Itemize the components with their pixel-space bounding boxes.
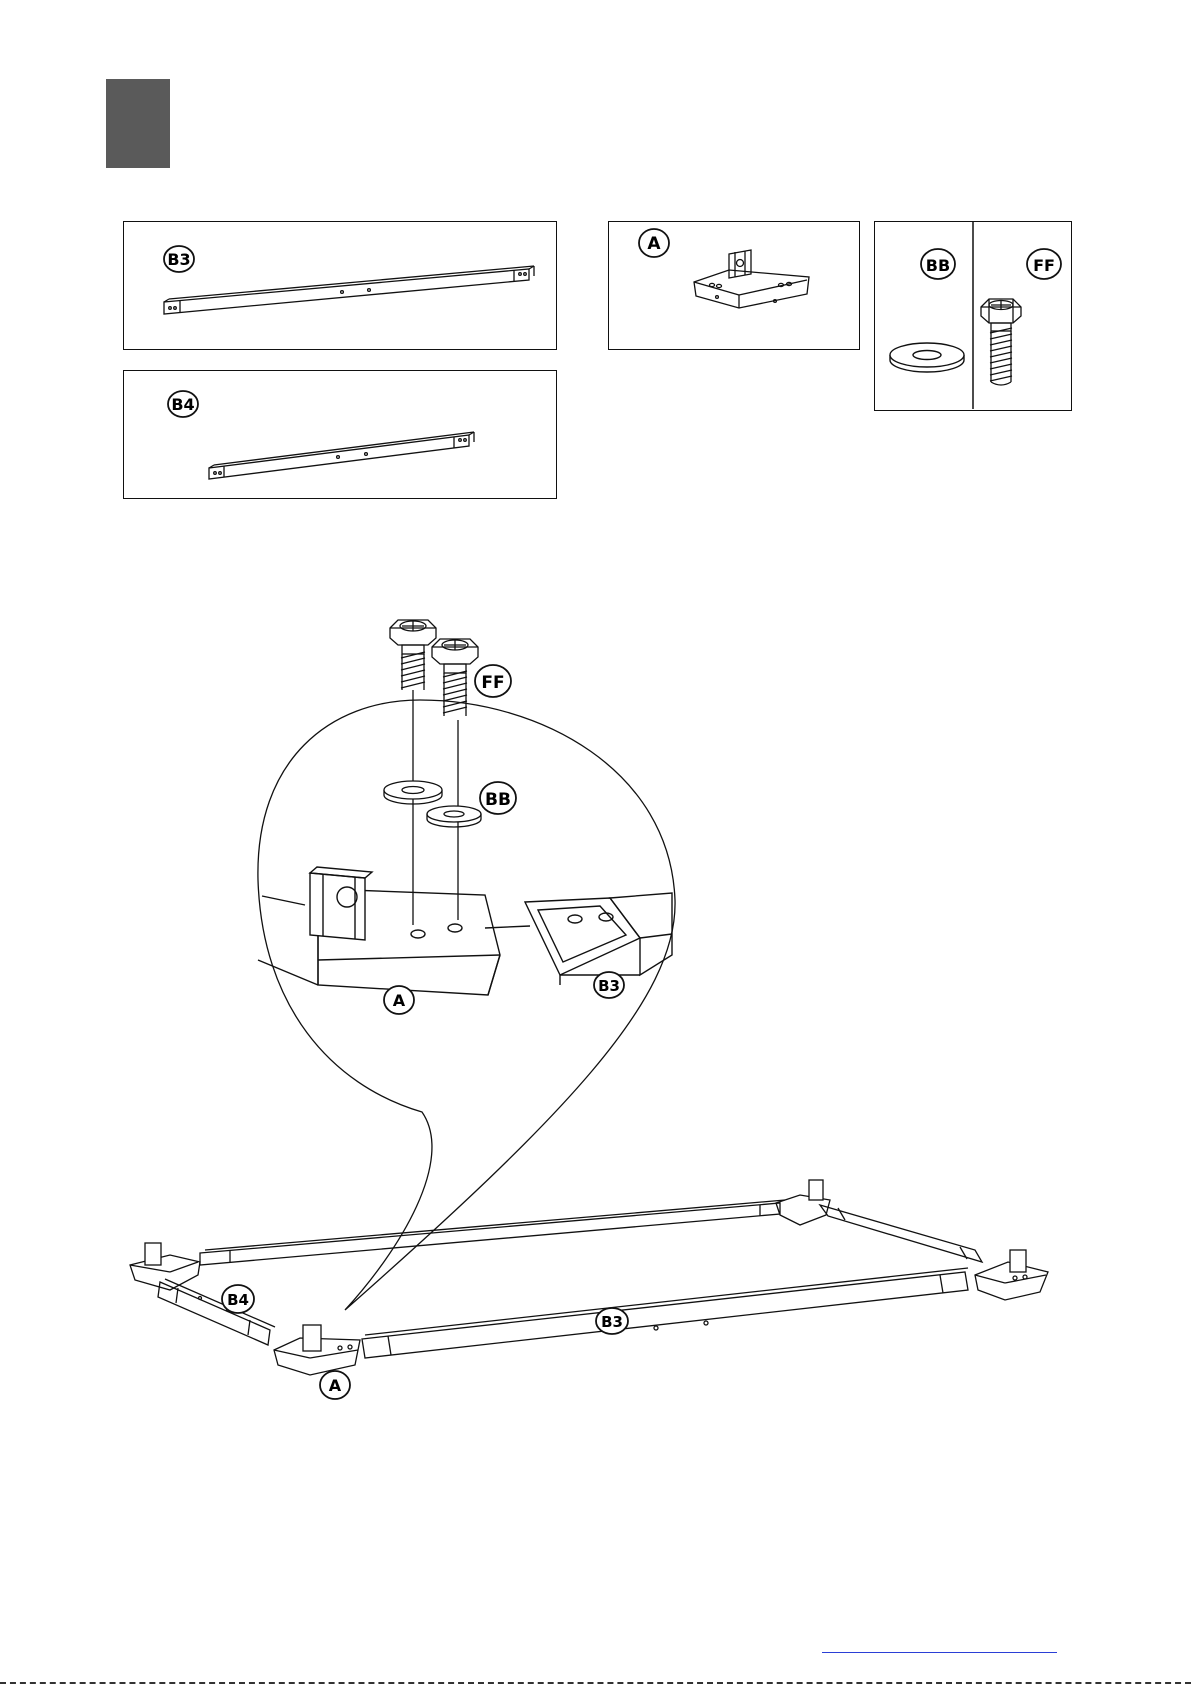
frame-b4-badge: B4 (222, 1285, 254, 1313)
label-a-badge: A (639, 229, 669, 257)
detail-tube-b3 (525, 893, 672, 985)
label-b3-badge: B3 (164, 246, 194, 272)
callout-b3-text: B3 (598, 977, 620, 995)
frame-a-text: A (329, 1376, 342, 1395)
label-bb-text: BB (926, 256, 950, 275)
detail-callout-bubble (258, 700, 675, 1310)
label-ff-badge: FF (1027, 249, 1061, 279)
callout-bb-text: BB (485, 790, 511, 810)
callout-a-text: A (393, 991, 406, 1010)
assembly-diagram: FF BB A B3 (0, 600, 1191, 1420)
part-box-b3: B3 (123, 221, 557, 350)
callout-bb-badge: BB (480, 782, 516, 814)
part-box-a: A (608, 221, 860, 350)
part-box-b4: B4 (123, 370, 557, 499)
assembly-drawing: FF BB A B3 (0, 600, 1191, 1420)
part-box-hardware: BB FF (874, 221, 1072, 411)
callout-a-badge: A (384, 986, 414, 1014)
frame-b4-text: B4 (227, 1291, 249, 1309)
label-bb-badge: BB (921, 249, 955, 279)
bottom-dashed-edge (0, 1682, 1191, 1684)
bolt-ff-icon (981, 299, 1021, 385)
part-a-drawing: A (609, 222, 858, 348)
detail-washers-bb (384, 781, 481, 827)
label-b4-badge: B4 (168, 391, 198, 417)
washer-bb-icon (890, 343, 964, 372)
part-b4-drawing: B4 (124, 371, 555, 497)
label-a-text: A (647, 234, 661, 254)
rail-b3-icon (164, 266, 534, 314)
part-b3-drawing: B3 (124, 222, 555, 348)
label-b4-text: B4 (171, 395, 194, 414)
callout-ff-text: FF (481, 673, 504, 693)
frame-b3-badge: B3 (596, 1308, 628, 1334)
frame-b3-text: B3 (601, 1313, 623, 1331)
rail-b4-icon (209, 432, 474, 479)
callout-b3-badge: B3 (594, 972, 624, 998)
callout-ff-badge: FF (475, 665, 511, 697)
detail-bolts-ff (390, 620, 478, 925)
label-ff-text: FF (1033, 256, 1055, 275)
label-b3-text: B3 (167, 250, 190, 269)
frame-a-badge: A (320, 1371, 350, 1399)
step-number-block (106, 79, 170, 168)
footer-link-underline[interactable] (822, 1652, 1057, 1653)
corner-bracket-a-icon (694, 250, 809, 308)
part-hardware-drawing: BB FF (875, 222, 1070, 409)
assembled-frame (130, 1180, 1048, 1375)
detail-corner-bracket-a (258, 867, 530, 995)
